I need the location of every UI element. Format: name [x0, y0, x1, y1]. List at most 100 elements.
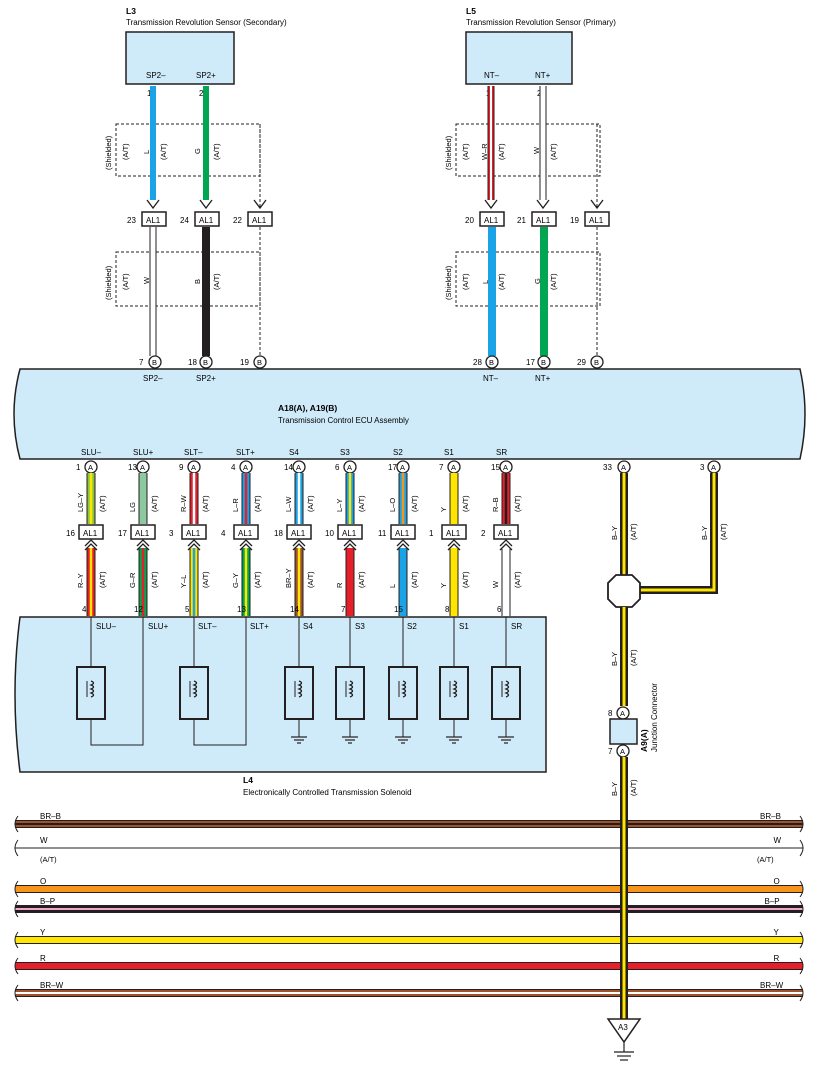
- al1-pin-number: 22: [233, 216, 242, 225]
- bus-line-label: R: [774, 954, 780, 963]
- al1-connector: [130, 524, 156, 540]
- ecu-pin-number: 28: [473, 358, 482, 367]
- al1-label: AL1: [186, 529, 201, 538]
- al1-top-connectors: AL1 23 AL1 24 AL1 22 AL1 20 AL1 21 AL1 1…: [127, 211, 610, 227]
- solenoid-pin-number: 12: [134, 605, 143, 614]
- wire-color-label: L: [388, 584, 397, 588]
- pin-circle-letter: B: [594, 358, 599, 367]
- al1-label: AL1: [135, 529, 150, 538]
- solenoid-pin-number: 8: [445, 605, 450, 614]
- al1-pin-number: 16: [66, 529, 75, 538]
- wire-arrow-icon: [590, 199, 604, 210]
- wire-color-label: W: [142, 276, 151, 284]
- wire-color-label: L–O: [388, 498, 397, 512]
- al1-label: AL1: [498, 529, 513, 538]
- ecu-pin-number: 17: [388, 463, 397, 472]
- wire-color-label: Y–L: [179, 575, 188, 588]
- middle-harness-l3: (Shielded) (A/T) W B (A/T): [104, 227, 261, 356]
- at-label: (A/T): [212, 143, 221, 160]
- pin-circle-letter: B: [203, 358, 208, 367]
- coil-winding: [297, 680, 303, 698]
- bus-break-left: [14, 984, 19, 1002]
- wire-arrow-icon: [484, 199, 498, 210]
- wire-color-label: R: [335, 582, 344, 588]
- sensor-l5: L5 Transmission Revolution Sensor (Prima…: [465, 6, 616, 98]
- al1-pin-number: 23: [127, 216, 136, 225]
- coil-winding: [401, 680, 407, 698]
- ecu-name: Transmission Control ECU Assembly: [278, 416, 409, 425]
- pin-circle-letter: B: [489, 358, 494, 367]
- at-label: (A/T): [497, 273, 506, 290]
- al1-connector: [247, 211, 273, 227]
- shield-box: [115, 251, 261, 307]
- at-label: (A/T): [357, 495, 366, 512]
- al1-connector: [584, 211, 610, 227]
- at-label: (A/T): [357, 571, 366, 588]
- bus-line-label: B–P: [40, 897, 55, 906]
- ecu-pin-number: 6: [335, 463, 340, 472]
- solenoid-name: Electronically Controlled Transmission S…: [243, 788, 412, 797]
- bus-line-label: BR–W: [40, 981, 64, 990]
- wire-color-label: W: [491, 580, 500, 588]
- shielded-label: (Shielded): [444, 135, 453, 170]
- shielded-label: (Shielded): [444, 265, 453, 300]
- al1-pin-number: 1: [429, 529, 434, 538]
- sensor-l3-pin-number: 2: [199, 89, 204, 98]
- wire-color-label: R–Y: [76, 573, 85, 588]
- wire-arrow-icon: [292, 539, 306, 547]
- pin-circle-letter: A: [243, 463, 248, 472]
- ecu-pin-number: 15: [491, 463, 500, 472]
- ecu-pin-number: 29: [577, 358, 586, 367]
- ecu-pin-label: SLU–: [81, 448, 102, 457]
- bus-line-note: (A/T): [40, 855, 57, 864]
- pin-circle-letter: B: [257, 358, 262, 367]
- bus-line-label: Y: [40, 928, 46, 937]
- at-label: (A/T): [159, 143, 168, 160]
- at-label: (A/T): [201, 571, 210, 588]
- al1-label: AL1: [536, 216, 551, 225]
- al1-connector: [78, 524, 104, 540]
- solenoid-pin-label: S4: [303, 622, 313, 631]
- pin-circle: [485, 355, 499, 369]
- wire-color-label: R–W: [179, 494, 188, 512]
- at-label: (A/T): [549, 273, 558, 290]
- al1-connector: [286, 524, 312, 540]
- pin-circle-letter: A: [621, 463, 626, 472]
- ecu-box: [13, 368, 806, 460]
- ecu-pin-number: 3: [700, 463, 705, 472]
- sensor-l3-box: [125, 31, 235, 85]
- solenoid-coil-icon: [284, 666, 314, 720]
- solenoid-pin-number: 5: [185, 605, 190, 614]
- al1-pin-number: 18: [274, 529, 283, 538]
- ground-point-marker: [606, 1018, 642, 1044]
- al1-pin-number: 4: [221, 529, 226, 538]
- ecu-pin-number: 33: [603, 463, 612, 472]
- bus-line-label: O: [40, 877, 46, 886]
- solenoid-pin-label: SR: [511, 622, 522, 631]
- al1-pin-number: 19: [570, 216, 579, 225]
- al1-connector: [479, 211, 505, 227]
- coil-winding: [348, 680, 354, 698]
- sensor-l3: L3 Transmission Revolution Sensor (Secon…: [125, 6, 287, 98]
- pin-circle-letter: A: [88, 463, 93, 472]
- bus-break-left: [14, 815, 19, 833]
- wire-color-label: B–Y: [610, 782, 619, 796]
- sensor-l5-pin-label: NT–: [484, 71, 500, 80]
- at-label: (A/T): [549, 143, 558, 160]
- sensor-l3-pin-number: 1: [147, 89, 152, 98]
- bus-break-left: [14, 880, 19, 898]
- wire-color-label: L–W: [284, 496, 293, 512]
- at-label: (A/T): [98, 571, 107, 588]
- at-label: (A/T): [253, 571, 262, 588]
- wire-color-label: Y: [439, 507, 448, 512]
- pin-circle: [253, 355, 267, 369]
- wire-arrow-icon: [396, 539, 410, 547]
- pin-circle-letter: B: [541, 358, 546, 367]
- at-label: (A/T): [98, 495, 107, 512]
- bus-break-left: [14, 931, 19, 949]
- bus-line-label: Y: [774, 928, 780, 937]
- splice-point-icon: [607, 574, 641, 608]
- al1-pin-number: 20: [465, 216, 474, 225]
